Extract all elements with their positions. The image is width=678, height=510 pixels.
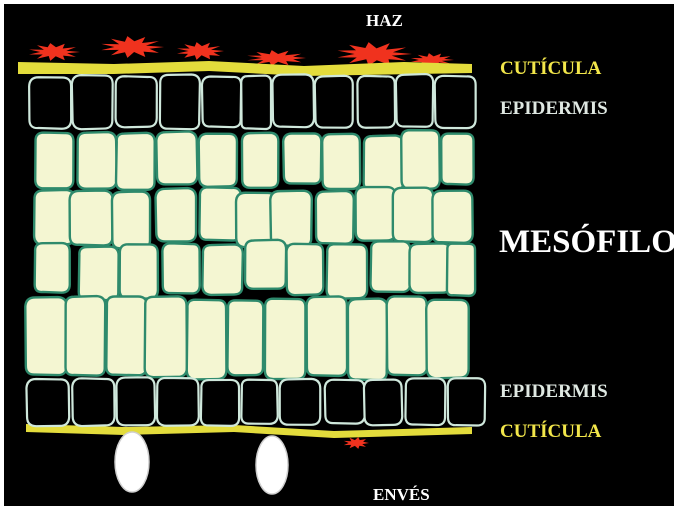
mesophyll-cell: [35, 133, 73, 189]
epidermis-cell: [315, 76, 353, 128]
epidermis-cell: [202, 76, 241, 127]
mesophyll-cell: [227, 300, 263, 375]
mesophyll-layer: [25, 130, 475, 380]
epidermis-cell: [364, 380, 402, 426]
mesophyll-cell: [409, 243, 451, 293]
epidermis-cell: [325, 380, 365, 424]
epidermis-cell: [29, 77, 71, 128]
lower-epidermis-layer: [26, 377, 485, 426]
mesophyll-cell: [145, 296, 187, 377]
mesophyll-cell: [401, 130, 440, 189]
mesophyll-cell: [426, 300, 469, 379]
wax-flake: [101, 36, 164, 58]
mesophyll-cell: [35, 243, 70, 293]
epidermis-cell: [116, 377, 155, 425]
mesophyll-cell: [432, 191, 472, 243]
epidermis-cell: [160, 75, 200, 130]
epidermis-cell: [357, 76, 395, 128]
mesophyll-cell: [156, 188, 197, 241]
mesophyll-cell: [327, 244, 368, 299]
mesophyll-cell: [245, 240, 286, 289]
cuticle-bottom-label: CUTÍCULA: [500, 422, 601, 441]
mesophyll-cell: [364, 135, 404, 190]
enves-label: ENVÉS: [373, 486, 430, 503]
wax-flake: [29, 43, 80, 61]
mesophyll-cell: [25, 297, 67, 375]
mesophyll-cell: [393, 188, 434, 242]
mesophyll-cell: [265, 299, 306, 379]
epidermis-cell: [72, 378, 114, 426]
epidermis-cell: [272, 74, 314, 127]
haz-label: HAZ: [366, 12, 403, 29]
mesophyll-cell: [70, 191, 113, 246]
mesophyll-cell: [116, 133, 155, 190]
mesophyll-cell: [77, 132, 116, 189]
epidermis-cell: [157, 378, 199, 426]
mesophyll-cell: [156, 131, 197, 184]
mesophyll-cell: [387, 296, 428, 375]
epidermis-top-label: EPIDERMIS: [500, 99, 608, 118]
mesophyll-cell: [202, 244, 242, 294]
diagram-panel: HAZ CUTÍCULA EPIDERMIS MESÓFILO EPIDERMI…: [4, 4, 674, 506]
epidermis-cell: [280, 379, 321, 425]
mesophyll-cell: [66, 296, 106, 376]
epidermis-cell: [241, 380, 277, 424]
mesophyll-cell: [307, 296, 347, 375]
epidermis-cell: [435, 76, 476, 128]
mesophyll-cell: [286, 244, 323, 295]
epidermis-cell: [116, 76, 157, 127]
cuticle-top-label: CUTÍCULA: [500, 59, 601, 78]
mesophyll-cell: [371, 241, 411, 292]
upper-epidermis-layer: [29, 74, 476, 129]
mesophyll-cell: [187, 300, 227, 380]
mesophyll-cell: [348, 299, 387, 381]
epidermis-cell: [396, 74, 433, 127]
epidermis-cell: [72, 75, 113, 129]
mesophyll-cell: [199, 187, 241, 240]
epidermis-cell: [201, 380, 239, 426]
wax-flake: [177, 42, 224, 60]
epidermis-cell: [405, 378, 445, 425]
stoma-oval: [256, 436, 288, 494]
mesophyll-cell: [242, 133, 278, 188]
mesophyll-cell: [447, 244, 475, 296]
mesophyll-cell: [441, 134, 473, 185]
mesophyll-cell: [283, 133, 321, 183]
mesophyll-label: MESÓFILO: [499, 226, 677, 259]
epidermis-cell: [448, 378, 485, 425]
mesophyll-cell: [112, 191, 150, 248]
epidermis-cell: [26, 379, 69, 426]
epidermis-cell: [241, 76, 271, 129]
stoma-oval: [115, 432, 149, 492]
mesophyll-cell: [316, 191, 354, 244]
mesophyll-cell: [199, 134, 237, 187]
epidermis-bottom-label: EPIDERMIS: [500, 382, 608, 401]
mesophyll-cell: [120, 244, 158, 298]
mesophyll-cell: [162, 243, 199, 293]
mesophyll-cell: [106, 296, 147, 375]
mesophyll-cell: [79, 247, 119, 301]
stomata-layer: [115, 432, 288, 494]
wax-flake: [344, 437, 369, 449]
mesophyll-cell: [270, 191, 312, 246]
mesophyll-cell: [356, 187, 396, 241]
mesophyll-cell: [322, 134, 360, 189]
